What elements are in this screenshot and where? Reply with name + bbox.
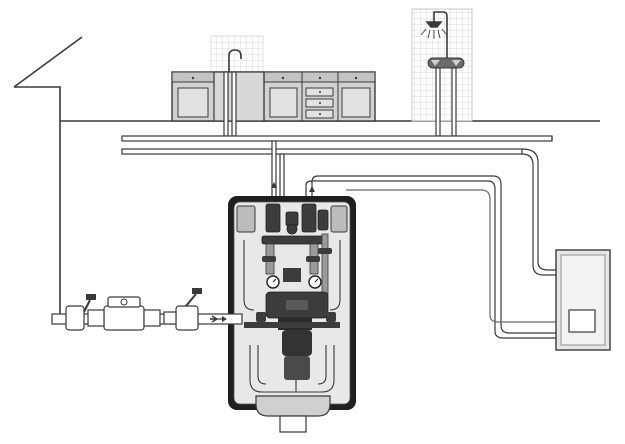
water-meter-icon <box>87 296 161 331</box>
shower-mixer <box>427 57 465 69</box>
kitchen-cabinets <box>171 71 376 122</box>
kitchen-backsplash <box>210 35 264 73</box>
inlet-stop-valve-left <box>65 294 96 331</box>
distribution-pipes <box>121 135 553 155</box>
kitchen-faucet-icon <box>228 49 242 72</box>
inlet-flow-arrow <box>210 315 219 323</box>
tank-return-pipes <box>305 175 556 339</box>
tank-supply-pipes <box>521 136 556 276</box>
inlet-stop-valve-right <box>163 288 202 331</box>
shower-head-icon <box>420 11 448 58</box>
storage-tank <box>555 249 611 351</box>
hydraulic-unit <box>228 196 356 433</box>
flow-arrows <box>271 182 315 192</box>
